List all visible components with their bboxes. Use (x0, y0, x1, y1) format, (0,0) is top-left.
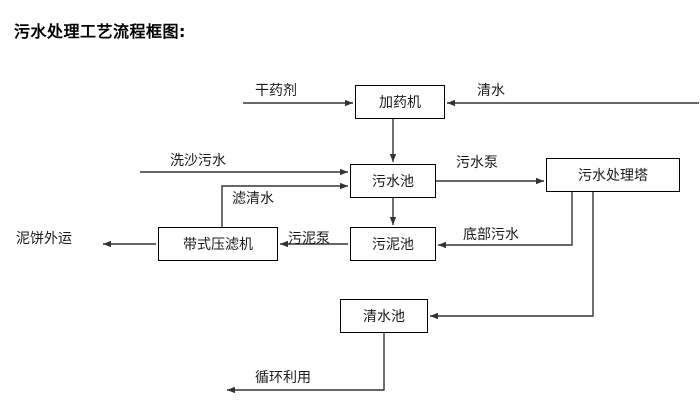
edge-label-bottom-sewage: 底部污水 (463, 227, 519, 243)
page-title: 污水处理工艺流程框图: (14, 22, 186, 41)
edge-label-sand-wash-water: 洗沙污水 (170, 153, 226, 169)
edge-label-recycle-use: 循环利用 (255, 370, 311, 386)
connector-tower-to-sludge-pool (438, 192, 573, 249)
node-sludge-pool[interactable]: 污泥池 (350, 227, 436, 261)
edge-label-mud-cake-out: 泥饼外运 (16, 231, 72, 247)
edge-label-sewage-pump: 污水泵 (456, 155, 498, 171)
node-sewage-pool[interactable]: 污水池 (350, 164, 436, 198)
node-treatment-tower[interactable]: 污水处理塔 (546, 158, 680, 192)
edge-label-sludge-pump: 污泥泵 (288, 231, 330, 247)
connector-filtrate-to-sewage-pool (221, 182, 348, 227)
node-belt-press[interactable]: 带式压滤机 (158, 227, 278, 261)
edge-label-clean-water: 清水 (477, 83, 505, 99)
edge-label-filtrate: 滤清水 (232, 191, 274, 207)
connector-tower-to-clean-pool (430, 192, 594, 320)
connector-clean-pool-to-recycle (227, 333, 385, 394)
node-dosing-machine[interactable]: 加药机 (355, 85, 445, 119)
node-clean-pool[interactable]: 清水池 (340, 299, 428, 333)
edge-label-dry-reagent: 干药剂 (255, 83, 297, 99)
